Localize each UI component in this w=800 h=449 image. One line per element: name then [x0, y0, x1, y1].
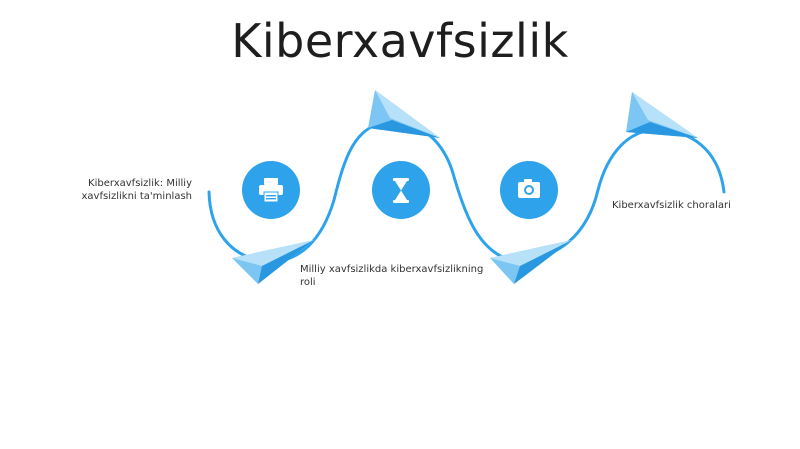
- step-1-label: Kiberxavfsizlik: Milliy xavfsizlikni ta'…: [81, 178, 192, 202]
- printer-icon: [259, 178, 283, 203]
- page-title: Kiberxavfsizlik: [231, 14, 569, 68]
- step-2-circle: [372, 161, 430, 219]
- step-2-label: Milliy xavfsizlikda kiberxavfsizlikning …: [300, 264, 484, 288]
- paper-plane-4: [626, 92, 698, 138]
- step-3-label: Kiberxavfsizlik choralari: [612, 200, 731, 211]
- step-1-circle: [242, 161, 300, 219]
- paper-plane-2: [368, 90, 440, 138]
- flow-path: [207, 120, 726, 264]
- hourglass-icon: [393, 178, 409, 203]
- paper-plane-1: [232, 240, 314, 284]
- paper-plane-3: [490, 240, 572, 284]
- step-3-circle: [500, 161, 558, 219]
- camera-icon: [518, 179, 540, 198]
